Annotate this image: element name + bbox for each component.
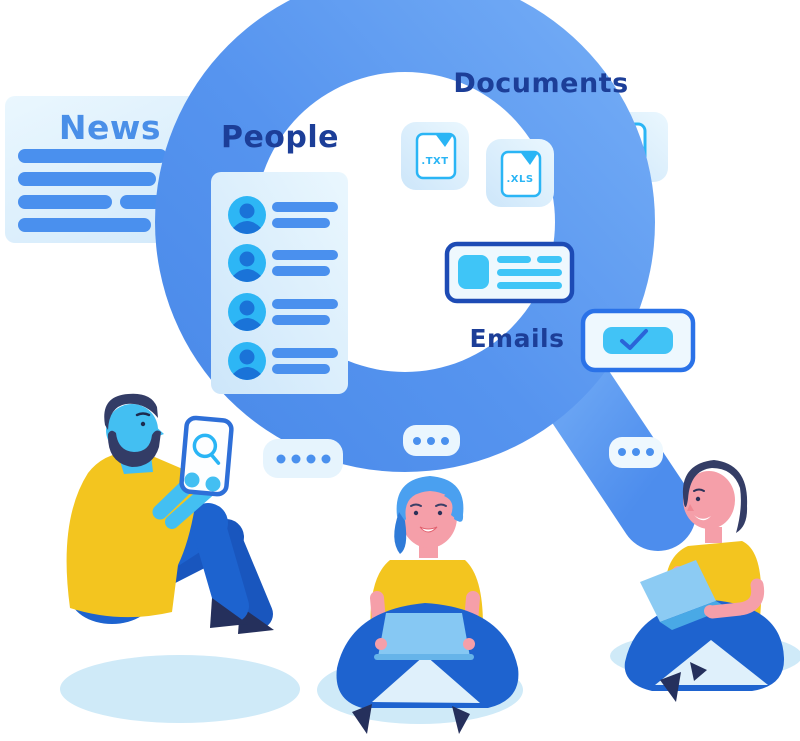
dot [632,448,640,456]
hand [704,605,716,617]
foot [690,662,707,681]
news-label: News [59,108,161,147]
contact-row [228,244,338,282]
news-line [18,172,156,186]
ellipsis-bubble-2 [403,425,460,456]
contact-line [272,364,330,374]
people-label: People [221,120,339,155]
email-line [497,282,562,289]
email-line [497,269,562,276]
hair [396,476,464,523]
eye [140,421,146,427]
contact-line [272,202,338,212]
bubble-bg [263,439,343,478]
dot [413,437,421,445]
nose [687,504,694,511]
head [683,471,735,529]
dot [646,448,654,456]
man-with-tablet [60,393,300,723]
foot [352,704,372,734]
dot [291,454,301,464]
woman-with-laptop [317,476,523,734]
checkbox-card [580,308,696,373]
dot [427,437,435,445]
dot [618,448,626,456]
contact-line [272,250,338,260]
foot [452,706,470,734]
eyebrow [435,503,447,507]
neck [705,527,722,543]
hand [184,472,200,488]
foot [660,672,681,702]
dot [306,454,316,464]
hand [375,638,387,650]
dot [276,454,286,464]
hand [463,638,475,650]
txt-file-label: .TXT [421,156,448,167]
contact-line [272,315,330,325]
news-line [120,195,167,209]
arm [705,578,765,619]
ponytail [394,512,407,554]
ellipsis-bubble-3 [609,437,663,468]
eyebrow [135,412,151,417]
news-line [18,195,112,209]
beard [107,430,161,467]
shoe [210,598,248,628]
eye [437,510,443,516]
checkmark-icon [620,329,648,350]
smile [694,515,711,521]
txt-file-fold-icon [436,135,453,147]
emails-label: Emails [469,324,564,353]
ground-shadow [60,655,300,723]
hair-flip [444,494,461,522]
legs-gap [372,655,480,703]
smile [419,526,438,533]
dot [441,437,449,445]
email-text-lines [497,256,562,289]
ellipsis-bubble-1 [263,439,343,478]
xls-file-card: .XLS [486,139,554,207]
eye [413,510,419,516]
news-line [18,149,167,163]
legs-gap [655,640,768,685]
email-thumbnail [458,255,489,289]
head [401,486,457,548]
shirt [66,452,197,618]
hair [682,460,748,533]
head [106,404,158,456]
email-line [537,256,562,263]
eye [695,496,701,502]
contact-line [272,348,338,358]
search-icon-handle [209,452,221,465]
people-card [211,172,348,394]
eyebrow [693,488,705,492]
contact-row [228,293,338,331]
man-with-laptop [610,460,800,702]
contact-line [272,299,338,309]
eyebrow [410,503,422,507]
xls-file-label: .XLS [506,174,533,185]
laptop-base [374,654,474,660]
contact-line [272,218,330,228]
laptop [378,613,470,657]
leg [191,506,249,623]
news-text-lines [18,149,167,232]
laptop [640,560,716,622]
hair [104,393,158,430]
documents-label: Documents [453,68,628,99]
news-line [18,218,151,232]
xls-file-fold-icon [521,153,538,165]
email-line [497,256,531,263]
contact-row [228,342,338,380]
dot [321,454,331,464]
contact-line [272,266,330,276]
contact-row [228,196,338,234]
search-icon [192,433,218,459]
hand [205,476,221,492]
txt-file-card: .TXT [401,122,469,190]
email-card [444,241,575,304]
